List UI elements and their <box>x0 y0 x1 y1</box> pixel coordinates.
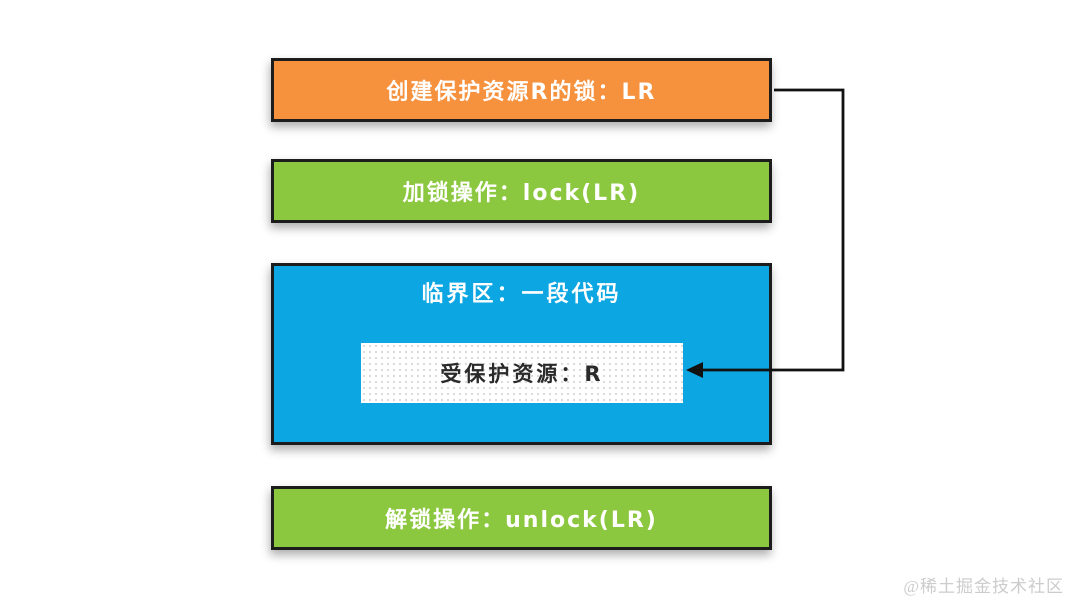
critical-section-label: 临界区：一段代码 <box>421 282 622 307</box>
create-lock-box: 创建保护资源R的锁：LR <box>271 58 772 122</box>
lock-operation-box: 加锁操作：lock(LR) <box>271 159 772 223</box>
critical-section-box: 临界区：一段代码 <box>271 263 772 445</box>
create-lock-label: 创建保护资源R的锁：LR <box>386 80 657 105</box>
lock-operation-label: 加锁操作：lock(LR) <box>402 181 641 206</box>
watermark: @稀土掘金技术社区 <box>903 577 1064 596</box>
protected-resource-label: 受保护资源：R <box>440 362 604 386</box>
protected-resource-box: 受保护资源：R <box>361 343 683 403</box>
unlock-operation-label: 解锁操作：unlock(LR) <box>385 508 658 533</box>
unlock-operation-box: 解锁操作：unlock(LR) <box>271 486 772 550</box>
